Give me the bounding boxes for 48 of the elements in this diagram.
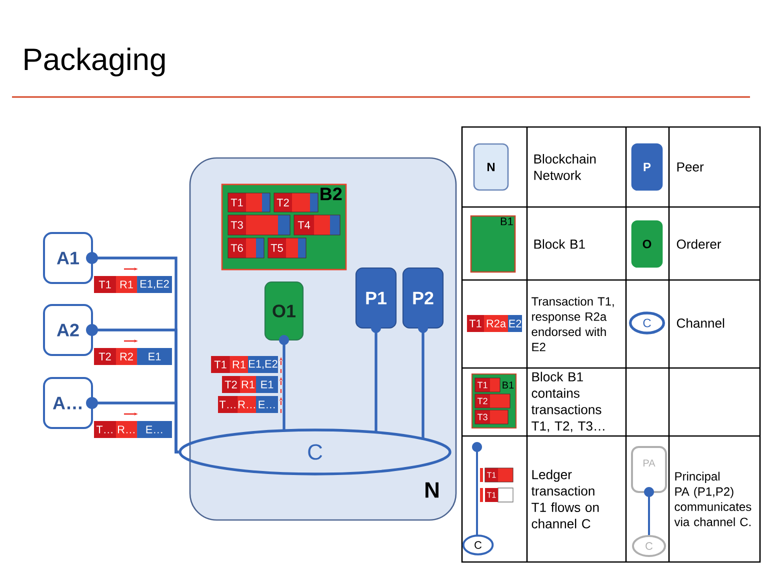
legend-text: Peer: [677, 162, 704, 172]
legend-text: Channel: [676, 318, 724, 328]
peer-box: P1: [355, 267, 397, 333]
transaction-tile: T5: [268, 238, 306, 258]
transaction-tile: T2: [474, 394, 510, 408]
transaction-cell: E1,E2: [248, 356, 278, 374]
transaction-tile: T3: [228, 214, 290, 236]
transaction-cell: E1: [256, 376, 278, 394]
transaction-cell: R1: [240, 376, 256, 394]
legend-text: Ledger transaction T1 flows on channel C: [531, 470, 599, 528]
legend-text: Block B1 contains transactions T1, T2, T3…: [531, 372, 604, 432]
transaction-cell: T2: [222, 376, 240, 394]
transaction-cell: E…: [137, 420, 172, 438]
transaction-tile: T1: [485, 488, 514, 502]
transaction-tile: T6: [228, 238, 264, 258]
application-box: A1: [43, 232, 98, 284]
peer-box: P2: [402, 267, 444, 333]
legend-text: Orderer: [676, 239, 722, 249]
transaction-cell: T1: [94, 276, 116, 294]
legend-text: Block B1: [534, 239, 585, 249]
transaction-cell: E…: [256, 396, 278, 414]
title: Packaging: [24, 48, 165, 76]
transaction-cell: E2: [508, 314, 522, 332]
transaction-cell: E1,E2: [137, 276, 172, 294]
transaction-tile: T3: [474, 410, 508, 424]
transaction-cell: T2: [94, 348, 116, 366]
transaction-tile: T4: [294, 214, 340, 236]
label: C: [646, 542, 653, 550]
transaction-cell: T…: [218, 396, 238, 414]
principal-drawing: PA C: [631, 446, 667, 557]
transaction-tile: T1: [228, 192, 270, 212]
legend-text: Transaction T1, response R2a endorsed with E2: [532, 296, 614, 352]
label: PA: [644, 460, 656, 466]
block-label: B1: [502, 382, 514, 388]
application-box: A2: [43, 304, 98, 356]
transaction-cell: R2a: [484, 314, 508, 332]
transaction-cell: T…: [94, 420, 116, 438]
transaction-cell: R…: [238, 396, 256, 414]
transaction-tile: T1: [484, 468, 514, 482]
application-box: A…: [43, 377, 98, 429]
transaction-cell: R1: [230, 356, 248, 374]
legend-text: Principal PA (P1,P2) communicates via channel C.: [674, 472, 752, 526]
legend-text: Blockchain Network: [534, 154, 596, 180]
orderer-box: O1: [264, 281, 304, 345]
transaction-cell: T1: [211, 356, 230, 374]
transaction-tile: T1: [474, 378, 500, 392]
transaction-tile: T2: [274, 192, 318, 212]
transaction-cell: E1: [137, 348, 172, 366]
